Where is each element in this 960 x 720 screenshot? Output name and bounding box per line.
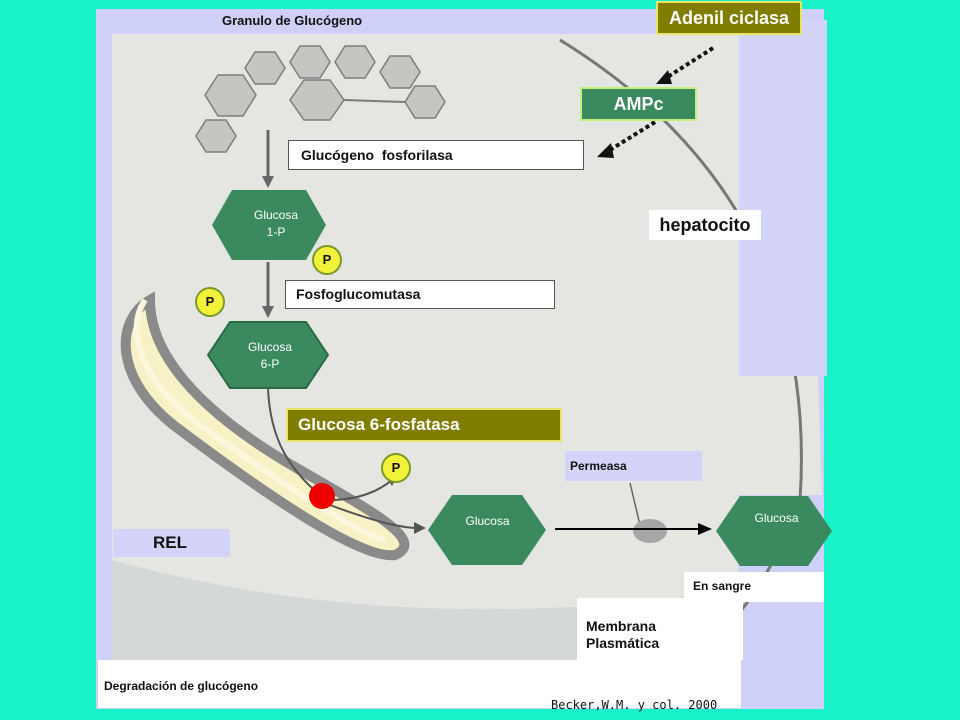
hepatocyte-panel: [739, 20, 827, 376]
glucose-6p-suffix: 6-P: [260, 357, 280, 371]
glucose-6p-label: Glucosa 6-P: [222, 339, 318, 373]
glucose-6-phosphatase-box: Glucosa 6-fosfatasa: [286, 408, 562, 442]
plasmatic-word: Plasmática: [586, 635, 660, 651]
membrane-label-bg: [577, 598, 743, 660]
glucose-blood-label: Glucosa: [754, 511, 799, 525]
regulation-arrows: [608, 46, 715, 152]
phosphate-badge-2: P: [195, 287, 225, 317]
adenil-ciclasa-box: Adenil ciclasa: [656, 1, 802, 35]
glycogen-granule: [195, 45, 446, 153]
glucose-1p-suffix: 1-P: [266, 225, 286, 239]
fosfoglucomutasa-box: Fosfoglucomutasa: [285, 280, 555, 309]
permease-pointer: [629, 482, 641, 526]
transport-arrowhead: [698, 523, 712, 535]
plasma-membrane-label: Membrana Plasmática: [586, 618, 659, 652]
glucose-hexagon: [428, 495, 546, 565]
hepatocito-label: hepatocito: [649, 210, 761, 240]
phosphate-badge-1: P: [312, 245, 342, 275]
glycogen-degradation-label: Degradación de glucógeno: [104, 679, 259, 693]
glucose-1p-hexagon: [212, 190, 326, 260]
rel-label: REL: [113, 529, 230, 557]
permease-transporter: [633, 519, 667, 543]
glucose-label: Glucosa: [465, 514, 510, 528]
g6pase-site-marker: [309, 483, 335, 509]
rel-membrane-outer: [120, 291, 410, 561]
in-blood-label: En sangre: [693, 579, 752, 593]
pathway-arrows: [262, 130, 274, 318]
membrane-word: Membrana: [586, 618, 657, 634]
glycogen-granule-label: Granulo de Glucógeno: [222, 13, 363, 28]
fosforilasa-box: Glucógeno fosforilasa: [288, 140, 584, 170]
phosphate-release-arrow: [329, 479, 393, 501]
glucose-blood-hexagon: [716, 496, 832, 566]
glucose-6p-hexagon: [206, 321, 330, 389]
glucose-6p-name: Glucosa: [247, 340, 293, 354]
glucose-1p-name: Glucosa: [253, 208, 299, 222]
granule-link: [343, 99, 406, 103]
permeasa-label: Permeasa: [565, 451, 702, 481]
blood-label-bg: [684, 572, 824, 602]
citation-label: Becker,W.M. y col. 2000: [551, 698, 718, 712]
footer-bg: [98, 660, 741, 708]
glucose-release-arrow: [329, 504, 419, 529]
cell-membrane-curve: [559, 38, 803, 662]
g6p-to-rel-arrow: [267, 387, 321, 496]
glucose-1p-label: Glucosa 1-P: [228, 207, 324, 241]
ampc-box: AMPc: [580, 87, 697, 121]
phosphate-badge-3: P: [381, 453, 411, 483]
rel-lumen: [133, 298, 386, 543]
